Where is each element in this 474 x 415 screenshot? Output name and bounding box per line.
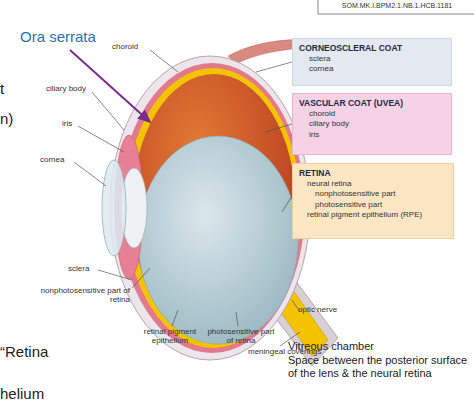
document-code: SOM.MK.I.BPM2.1.NB.1.HCB.1181 [320, 2, 474, 10]
part-label: cornea [40, 155, 90, 164]
box-heading: VASCULAR COAT (UVEA) [299, 98, 445, 109]
part-label: nonphotosensitive part of retina [30, 286, 130, 304]
vitreous-body [138, 136, 298, 344]
box-item: sclera [299, 54, 445, 64]
note-heading: Vitreous chamber [288, 340, 468, 353]
box-item: ciliary body [299, 119, 445, 129]
cut-text: “Retina [0, 343, 90, 360]
part-label: retinal pigment epithelium [130, 327, 210, 345]
box-item: nonphotosensitive part [299, 189, 447, 199]
box-item: neural retina [299, 179, 447, 189]
layer-box: CORNEOSCLERAL COATscleracornea [292, 38, 452, 86]
part-label: photosensitive part of retina [206, 327, 276, 345]
leader-lines [74, 50, 300, 346]
part-label: optic nerve [298, 305, 358, 314]
tag-frame [318, 0, 474, 14]
part-label: iris [62, 119, 102, 128]
sclera [110, 56, 310, 360]
cut-text: helium [0, 385, 80, 402]
box-item: choroid [299, 109, 445, 119]
choroid [119, 63, 305, 353]
layer-box: VASCULAR COAT (UVEA)choroidciliary bodyi… [292, 93, 452, 155]
box-item: iris [299, 130, 445, 140]
part-label: sclera [68, 264, 108, 273]
retina-layer [125, 68, 301, 348]
box-item: retinal pigment epithelium (RPE) [299, 210, 447, 220]
layer-box: RETINAneural retinanonphotosensitive par… [292, 163, 454, 239]
note-text: Space between the posterior surface of t… [288, 354, 468, 379]
box-item: cornea [299, 64, 445, 74]
cut-text: t [0, 80, 20, 97]
cut-text: n) [0, 110, 30, 127]
box-heading: CORNEOSCLERAL COAT [299, 43, 445, 54]
part-label: choroid [112, 42, 172, 51]
cornea-shape [102, 160, 126, 256]
box-item: photosensitive part [299, 200, 447, 210]
box-heading: RETINA [299, 168, 447, 179]
part-label: ciliary body [46, 84, 116, 93]
